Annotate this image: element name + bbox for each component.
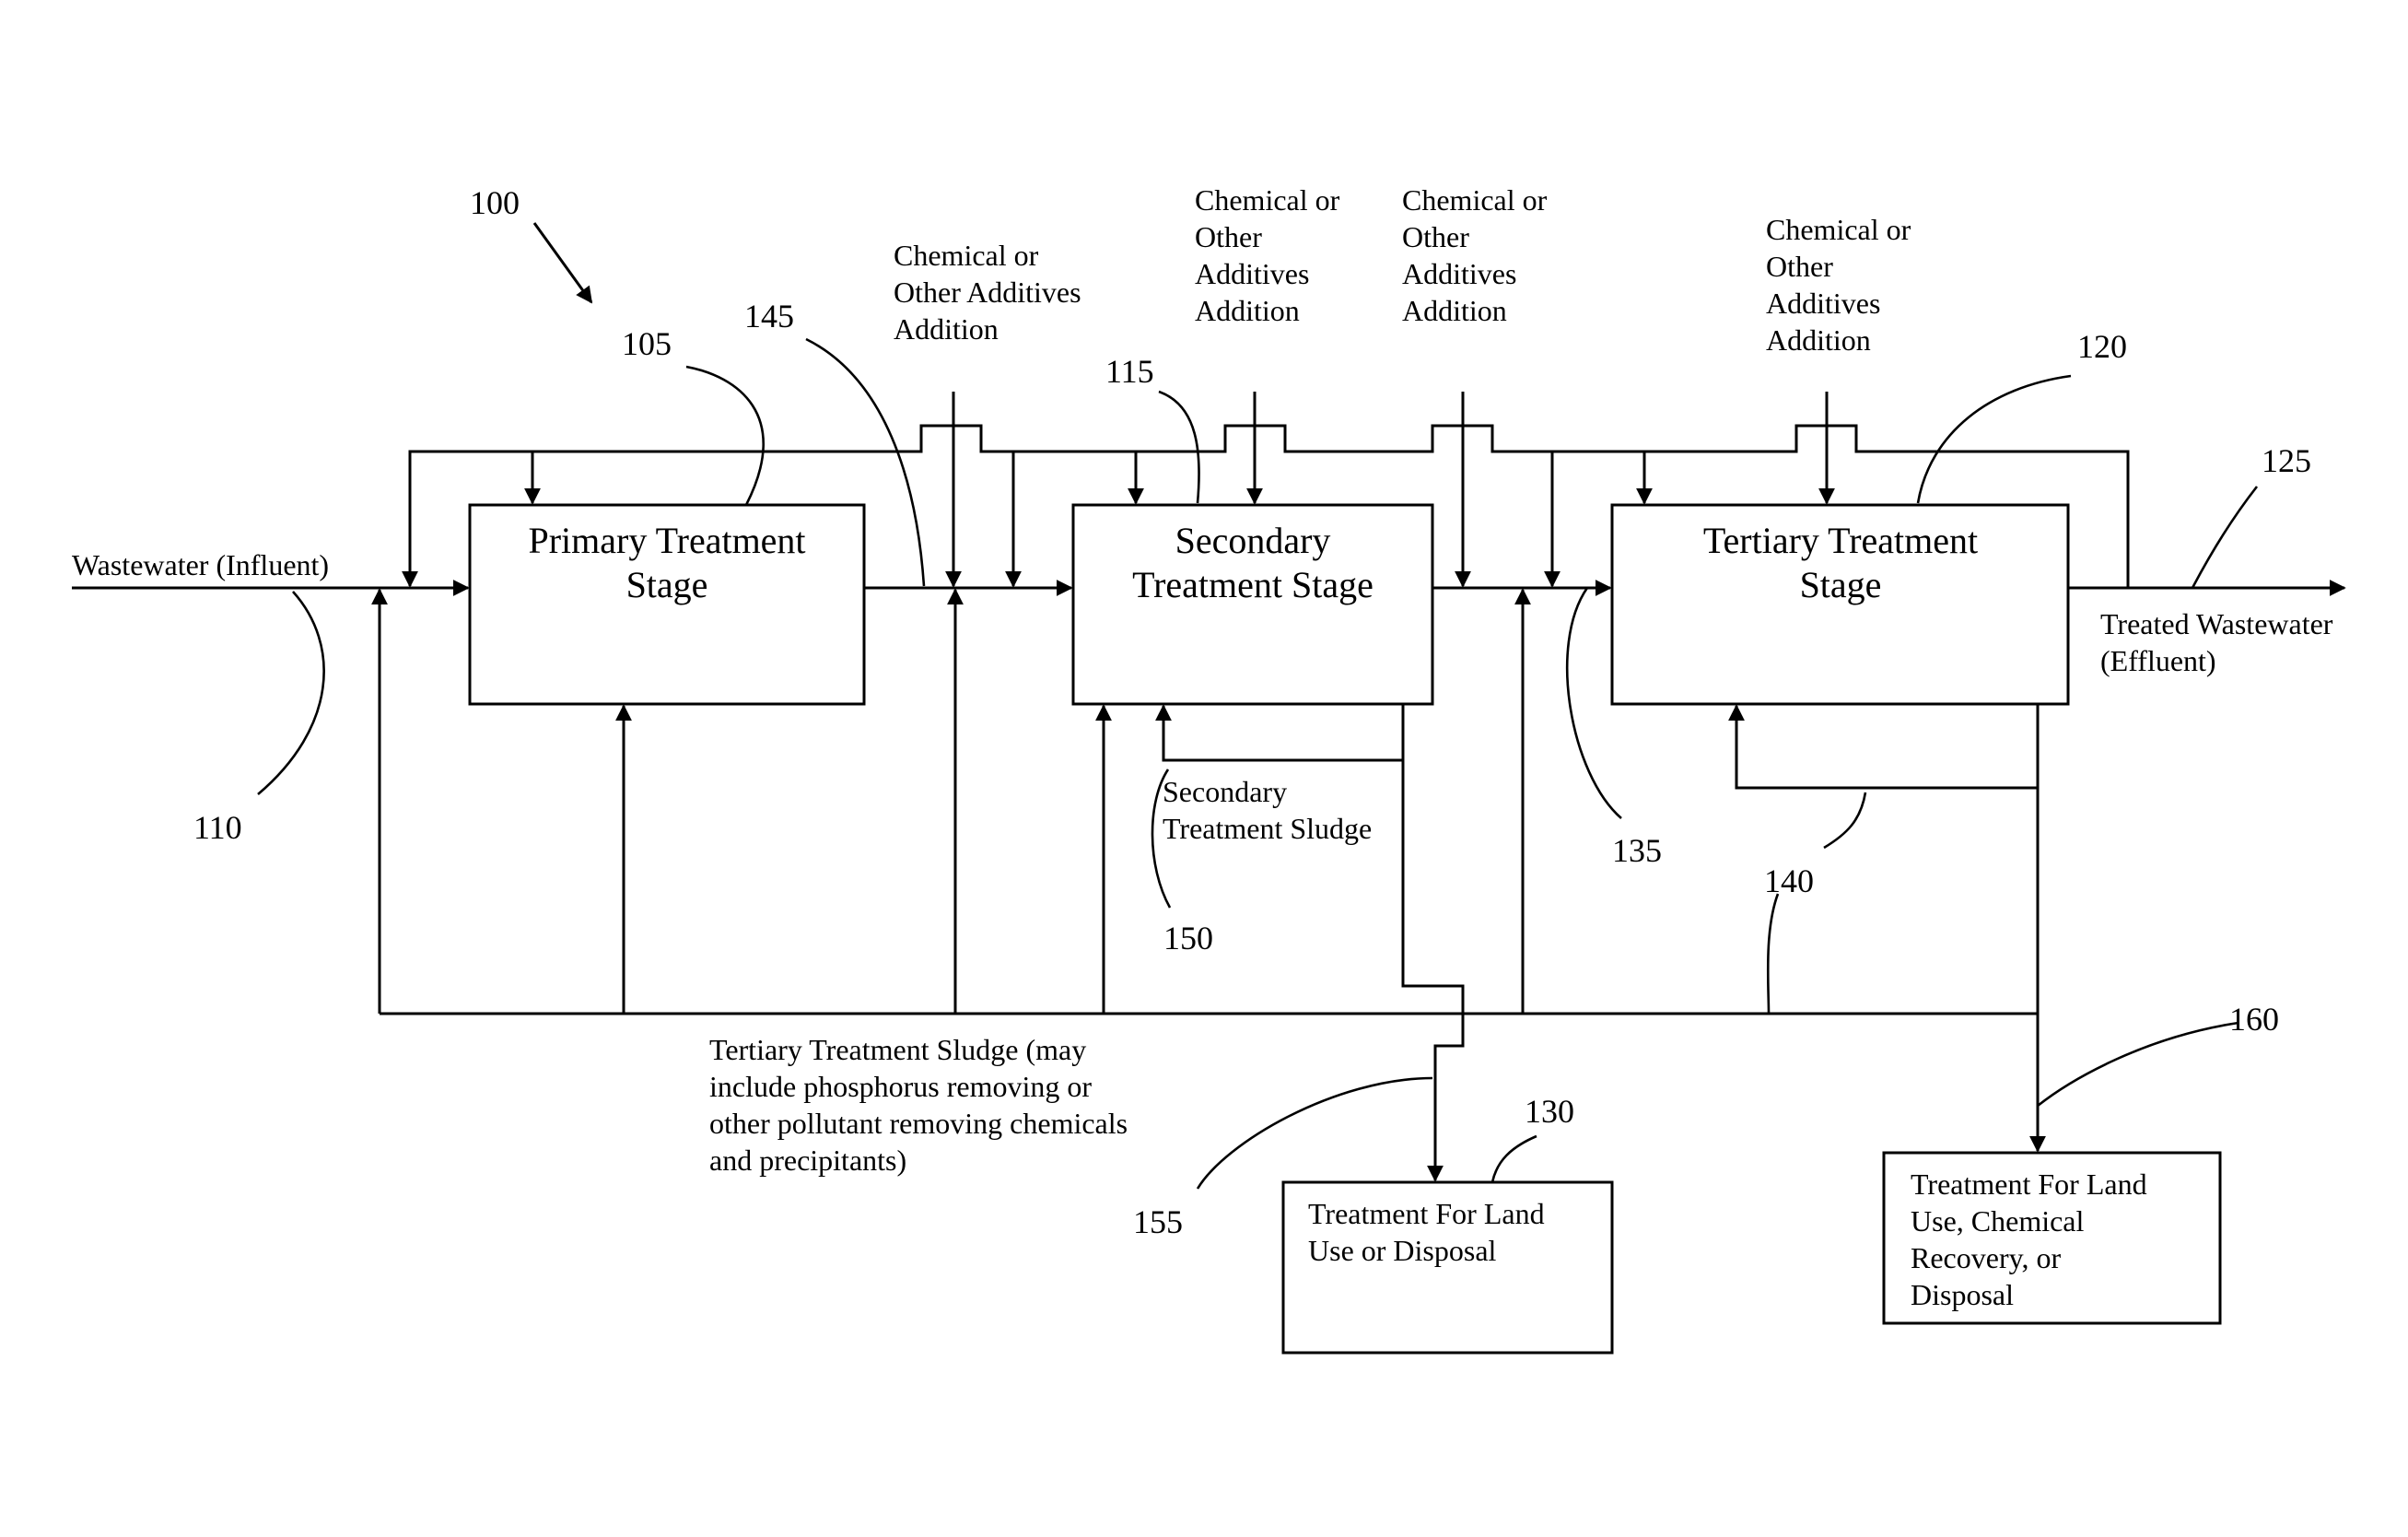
svg-text:Other: Other xyxy=(1766,250,1833,283)
ref-105: 105 xyxy=(622,325,672,362)
svg-text:and precipitants): and precipitants) xyxy=(709,1144,906,1177)
additive-label-4: Chemical or Other Additives Addition xyxy=(1766,213,1911,357)
secondary-sludge-label: Secondary Treatment Sludge xyxy=(1163,775,1372,845)
svg-text:Addition: Addition xyxy=(1402,294,1507,327)
ref-125: 125 xyxy=(2262,442,2311,479)
tertiary-treatment-stage: Tertiary Treatment Stage xyxy=(1612,505,2068,704)
primary-stage-line-1: Primary Treatment xyxy=(528,520,805,561)
svg-text:Secondary: Secondary xyxy=(1163,775,1287,808)
ref-155: 155 xyxy=(1133,1203,1183,1240)
tertiary-sludge-line xyxy=(1736,704,2038,1151)
svg-text:Chemical or: Chemical or xyxy=(1195,183,1340,217)
svg-text:Tertiary Treatment Sludge (may: Tertiary Treatment Sludge (may xyxy=(709,1033,1086,1066)
svg-text:Chemical or: Chemical or xyxy=(894,239,1039,272)
effluent-label: Treated Wastewater (Effluent) xyxy=(2100,607,2333,677)
leader-lines xyxy=(258,223,2257,1189)
svg-text:(Effluent): (Effluent) xyxy=(2100,644,2216,677)
svg-text:Additives: Additives xyxy=(1402,257,1516,290)
svg-text:Addition: Addition xyxy=(1766,323,1871,357)
ref-135: 135 xyxy=(1612,832,1662,869)
secondary-stage-line-1: Secondary xyxy=(1175,520,1331,561)
svg-text:Addition: Addition xyxy=(1195,294,1300,327)
secondary-stage-line-2: Treatment Stage xyxy=(1132,564,1373,605)
svg-text:include phosphorus removing or: include phosphorus removing or xyxy=(709,1070,1092,1103)
additive-label-1: Chemical or Other Additives Addition xyxy=(894,239,1081,346)
ref-140: 140 xyxy=(1764,862,1814,899)
ref-150: 150 xyxy=(1163,920,1213,956)
svg-text:Addition: Addition xyxy=(894,312,999,346)
svg-text:Additives: Additives xyxy=(1766,287,1880,320)
disposal-box-2: Treatment For Land Use, Chemical Recover… xyxy=(1884,1153,2220,1323)
ref-130: 130 xyxy=(1525,1093,1574,1130)
ref-120: 120 xyxy=(2077,328,2127,365)
disposal-1-line-2: Use or Disposal xyxy=(1308,1234,1497,1267)
ref-110: 110 xyxy=(193,809,242,846)
additive-label-2: Chemical or Other Additives Addition xyxy=(1195,183,1340,327)
svg-text:Other Additives: Other Additives xyxy=(894,276,1081,309)
disposal-2-line-4: Disposal xyxy=(1911,1278,2014,1311)
disposal-1-line-1: Treatment For Land xyxy=(1308,1197,1545,1230)
tertiary-sludge-label: Tertiary Treatment Sludge (may include p… xyxy=(709,1033,1128,1177)
disposal-2-line-1: Treatment For Land xyxy=(1911,1167,2147,1201)
svg-text:Chemical or: Chemical or xyxy=(1402,183,1548,217)
disposal-box-1: Treatment For Land Use or Disposal xyxy=(1283,1182,1612,1353)
ref-160: 160 xyxy=(2229,1001,2279,1038)
tertiary-stage-line-2: Stage xyxy=(1800,564,1882,605)
svg-text:Treatment Sludge: Treatment Sludge xyxy=(1163,812,1372,845)
tertiary-stage-line-1: Tertiary Treatment xyxy=(1703,520,1978,561)
svg-text:Treated Wastewater: Treated Wastewater xyxy=(2100,607,2333,640)
ref-115: 115 xyxy=(1105,353,1154,390)
svg-text:Additives: Additives xyxy=(1195,257,1309,290)
svg-text:Chemical or: Chemical or xyxy=(1766,213,1911,246)
svg-text:Other: Other xyxy=(1195,220,1262,253)
influent-label: Wastewater (Influent) xyxy=(72,548,329,581)
secondary-treatment-stage: Secondary Treatment Stage xyxy=(1073,505,1432,704)
reference-numerals: 100 105 145 115 120 125 110 135 140 150 … xyxy=(193,184,2311,1240)
ref-100: 100 xyxy=(470,184,520,221)
disposal-2-line-2: Use, Chemical xyxy=(1911,1204,2085,1238)
additive-label-3: Chemical or Other Additives Addition xyxy=(1402,183,1548,327)
svg-text:other pollutant removing chemi: other pollutant removing chemicals xyxy=(709,1107,1128,1140)
ref-145: 145 xyxy=(744,298,794,334)
svg-text:Other: Other xyxy=(1402,220,1469,253)
primary-treatment-stage: Primary Treatment Stage xyxy=(470,505,864,704)
disposal-2-line-3: Recovery, or xyxy=(1911,1241,2062,1274)
primary-stage-line-2: Stage xyxy=(626,564,708,605)
